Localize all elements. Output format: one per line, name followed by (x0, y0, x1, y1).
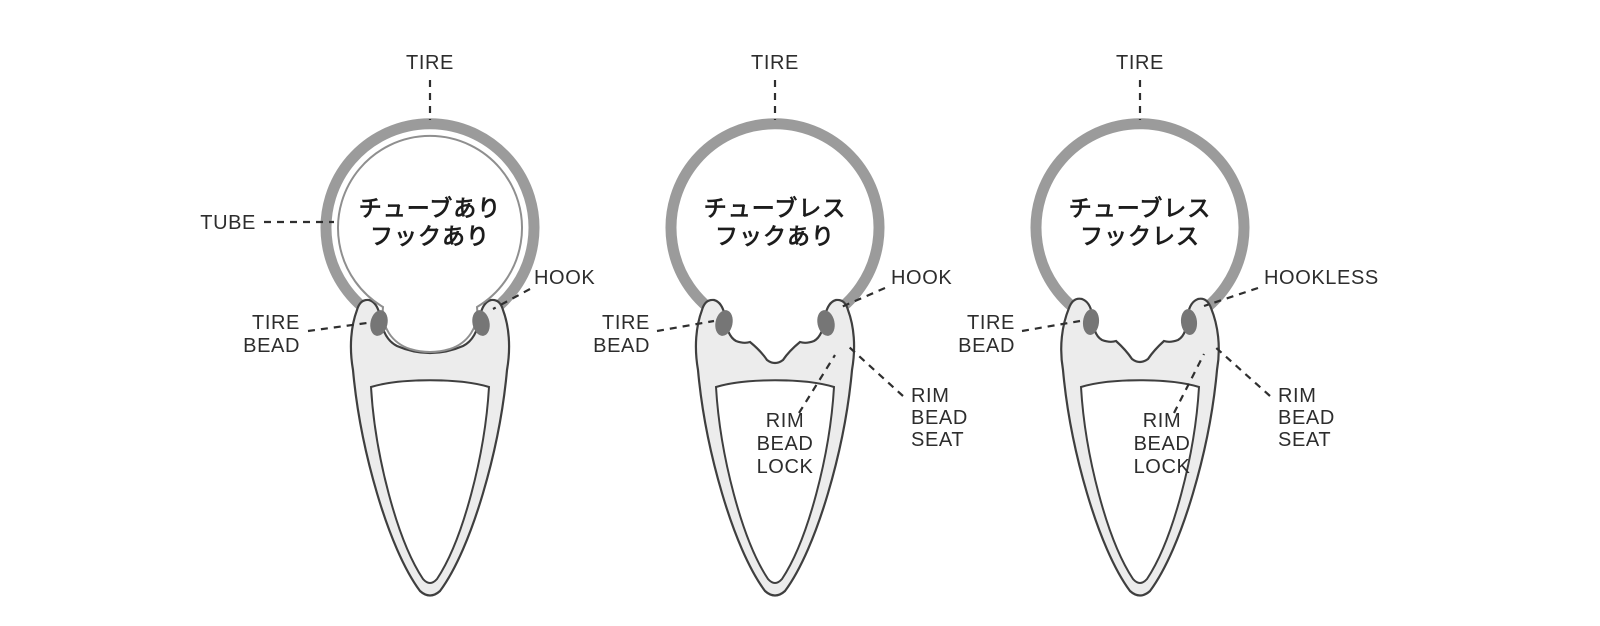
tire-cross-section (320, 118, 540, 322)
tire-bead-label-line2: BEAD (958, 335, 1015, 357)
hook-label: HOOK (534, 267, 595, 289)
tire-bead-label-line1: TIRE (602, 312, 650, 334)
rim-bead-lock-label-line1: RIM (1143, 410, 1181, 432)
rim-bead-seat-leader-line (848, 346, 904, 397)
tube-outline (337, 134, 523, 353)
tire-bead-left (715, 310, 733, 336)
tire-bead-label-line2: BEAD (243, 335, 300, 357)
hookless-label: HOOKLESS (1264, 267, 1379, 289)
tire-label: TIRE (751, 52, 799, 74)
rim-bead-lock-label-line1: RIM (766, 410, 804, 432)
hook-label: HOOK (891, 267, 952, 289)
rim-bead-lock-label-line2: BEAD (1134, 433, 1191, 455)
rim-bead-seat-label-line2: BEAD (911, 407, 968, 429)
diagram-title-line2: フックあり (370, 224, 490, 250)
diagram-tubed-hooked: TIRE TUBE TIRE BEAD HOOK チューブあり フックあり (200, 52, 595, 597)
tire-bead-leader-line (307, 321, 368, 333)
hook-leader-line (838, 286, 886, 310)
diagram-title-line1: チューブレス (704, 195, 847, 222)
diagram-title-line1: チューブレス (1069, 195, 1212, 222)
rim-bead-seat-leader-line (1213, 345, 1271, 397)
tire-label: TIRE (406, 52, 454, 74)
tire-bead-label-line2: BEAD (593, 335, 650, 357)
rim-bead-seat-label-line1: RIM (1278, 385, 1316, 407)
tire-bead-left (370, 310, 388, 336)
rim-hollow-interior (714, 379, 836, 584)
rim-bead-seat-label-line3: SEAT (911, 429, 964, 451)
rim-bead-lock-leader-line (1173, 353, 1205, 414)
tire-bead-leader-line (1021, 319, 1081, 333)
tire-bead-label-line1: TIRE (967, 312, 1015, 334)
diagram-title-line2: フックレス (1080, 224, 1200, 250)
hookless-leader-line (1203, 286, 1259, 308)
tube-label: TUBE (200, 212, 256, 234)
tire-label: TIRE (1116, 52, 1164, 74)
rim-bead-lock-leader-line (798, 354, 836, 414)
tire-cross-section (665, 118, 885, 322)
diagram-title-line1: チューブあり (359, 195, 502, 222)
tire-bead-right (472, 310, 490, 336)
rim-bead-lock-label-line2: BEAD (757, 433, 814, 455)
diagram-title-line2: フックあり (715, 224, 835, 250)
diagram-tubeless-hookless: TIRE TIRE BEAD HOOKLESS RIM BEAD SEAT RI… (958, 52, 1379, 597)
rim-hollow-interior (369, 379, 491, 584)
tire-bead-left (1082, 309, 1100, 335)
tire-bead-right (1180, 309, 1198, 335)
rim-bead-lock-label-line3: LOCK (757, 456, 814, 478)
tire-cross-section (1030, 118, 1250, 322)
rim-bead-lock-label-line3: LOCK (1134, 456, 1191, 478)
diagram-tubeless-hooked: TIRE TIRE BEAD HOOK RIM BEAD SEAT RIM BE… (593, 52, 968, 597)
rim-bead-seat-label-line1: RIM (911, 385, 949, 407)
rim-hollow-interior (1079, 379, 1201, 584)
rim-bead-seat-label-line3: SEAT (1278, 429, 1331, 451)
tire-bead-label-line1: TIRE (252, 312, 300, 334)
tire-bead-right (817, 310, 835, 336)
rim-bead-seat-label-line2: BEAD (1278, 407, 1335, 429)
tire-bead-leader-line (656, 319, 715, 333)
